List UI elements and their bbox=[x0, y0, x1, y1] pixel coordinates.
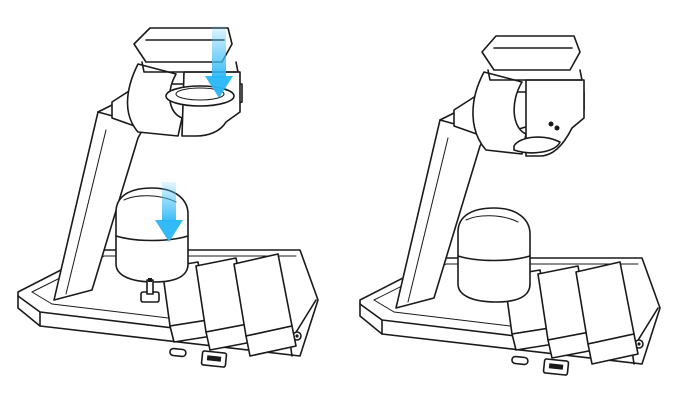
panel-before bbox=[17, 26, 319, 369]
down-arrow-icon bbox=[205, 26, 233, 98]
panel-after bbox=[359, 35, 661, 377]
charging-pin bbox=[140, 278, 160, 303]
watch-icon bbox=[472, 35, 585, 157]
earbuds-case-icon bbox=[115, 187, 189, 283]
down-arrow-icon bbox=[155, 182, 183, 242]
earbuds-case-icon bbox=[457, 207, 531, 303]
watch-icon bbox=[126, 27, 241, 137]
